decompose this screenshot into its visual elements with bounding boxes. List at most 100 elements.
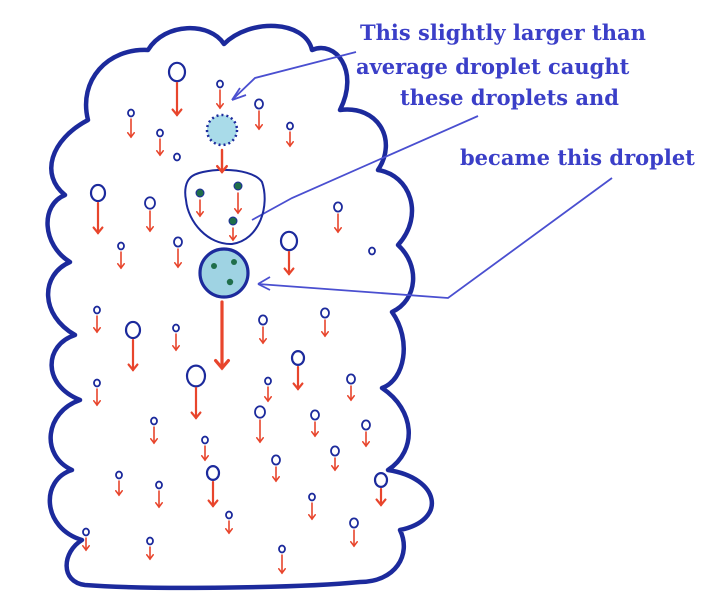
droplet-icon (258, 314, 268, 326)
fall-arrow-icon (156, 138, 164, 157)
droplet-icon (172, 323, 180, 333)
pointer-line-to-captured-droplets (251, 115, 479, 221)
fall-arrow-icon (171, 81, 183, 117)
annotation-line-2: average droplet caught (356, 54, 630, 79)
pointer-line-to-merged-droplet (257, 177, 613, 299)
fall-arrow-icon (216, 89, 224, 110)
fall-arrow-icon (172, 333, 180, 352)
droplet-icon (333, 201, 343, 213)
fall-arrow-icon (334, 213, 342, 234)
droplet-icon (320, 307, 330, 319)
fall-arrow-icon (286, 131, 294, 148)
fall-arrow-icon (207, 480, 219, 508)
droplet-icon (368, 246, 376, 256)
droplet-icon (144, 196, 156, 210)
captured-droplet-icon (233, 181, 243, 191)
fall-arrow-icon (115, 480, 123, 497)
captured-droplet-icon (195, 188, 205, 198)
fall-arrow-icon (127, 118, 135, 139)
fall-arrow-icon (174, 248, 182, 269)
captured-droplet-field (195, 181, 243, 286)
fall-arrow-icon (259, 326, 267, 345)
droplet-icon (308, 492, 316, 502)
fall-arrow-icon (256, 419, 264, 444)
captured-droplets-outline (184, 168, 266, 246)
fall-arrow-icon (321, 319, 329, 338)
annotation-line-1: This slightly larger than (360, 20, 646, 45)
fall-arrow-icon (117, 251, 125, 270)
fall-arrow-icon (308, 502, 316, 521)
droplet-icon (117, 241, 125, 251)
fall-arrow-icon (255, 110, 263, 131)
droplet-icon (150, 416, 158, 426)
pointer-arrowhead-1 (231, 87, 247, 101)
captured-droplet-arrow (229, 227, 237, 242)
droplet-icon (93, 378, 101, 388)
fall-arrow-icon (93, 315, 101, 334)
droplet-icon (185, 364, 207, 388)
fall-arrow-icon (146, 546, 154, 561)
fall-arrow-icon (150, 426, 158, 445)
droplet-icon (205, 465, 221, 482)
annotation-line-3: these droplets and (400, 85, 619, 110)
merged-droplet-arrow (214, 300, 230, 371)
droplet-icon (124, 320, 142, 340)
large-droplet (205, 113, 239, 147)
fall-arrow-icon (375, 487, 387, 507)
fall-arrow-icon (190, 386, 202, 420)
droplet-icon (89, 183, 107, 203)
droplet-icon (271, 454, 281, 466)
droplet-icon (346, 373, 356, 385)
pointer-lines (231, 51, 613, 299)
merged-droplet (198, 247, 250, 299)
droplet-icon (155, 480, 163, 490)
droplet-icon (264, 376, 272, 386)
droplet-icon (115, 470, 123, 480)
cloud-outline (45, 23, 435, 591)
fall-arrow-icon (146, 210, 154, 233)
droplet-icon (349, 517, 359, 529)
droplet-icon (167, 61, 187, 83)
droplet-icon (93, 305, 101, 315)
pointer-arrowhead-3 (257, 276, 271, 291)
droplet-icon (146, 536, 154, 546)
fall-arrow-icon (127, 338, 139, 372)
droplet-icon (330, 445, 340, 457)
fall-arrow-icon (225, 520, 233, 535)
pointer-arrowheads (231, 87, 271, 291)
droplet-icon (225, 510, 233, 520)
large-droplet-arrow (216, 148, 228, 174)
merged-captured-droplet-icon (231, 259, 237, 265)
droplet-icon (373, 472, 389, 489)
droplet-icon (127, 108, 135, 118)
fall-arrow-icon (283, 250, 295, 276)
droplet-icon (156, 128, 164, 138)
fall-arrow-icon (82, 537, 90, 552)
droplet-field (82, 61, 389, 554)
captured-droplet-arrow (196, 199, 204, 218)
merged-captured-droplet-icon (226, 278, 234, 286)
fall-arrow-icon (292, 365, 304, 391)
droplet-icon (310, 409, 320, 421)
droplet-icon (279, 230, 299, 252)
fall-arrow-field (82, 81, 387, 575)
droplet-icon (82, 527, 90, 537)
droplet-icon (254, 405, 266, 419)
droplet-icon (286, 121, 294, 131)
fall-arrow-icon (93, 388, 101, 407)
droplet-icon (290, 350, 306, 367)
merged-captured-droplet-icon (211, 263, 217, 269)
pointer-line-to-large-droplet (231, 51, 357, 101)
droplet-icon (201, 435, 209, 445)
captured-droplet-arrow (234, 192, 242, 215)
droplet-icon (278, 544, 286, 554)
annotation-line-4: became this droplet (460, 145, 695, 170)
droplet-icon (173, 152, 181, 162)
captured-droplet-icon (228, 216, 238, 226)
fall-arrow-icon (264, 386, 272, 403)
fall-arrow-icon (347, 385, 355, 402)
droplet-icon (173, 236, 183, 248)
droplet-icon (361, 419, 371, 431)
